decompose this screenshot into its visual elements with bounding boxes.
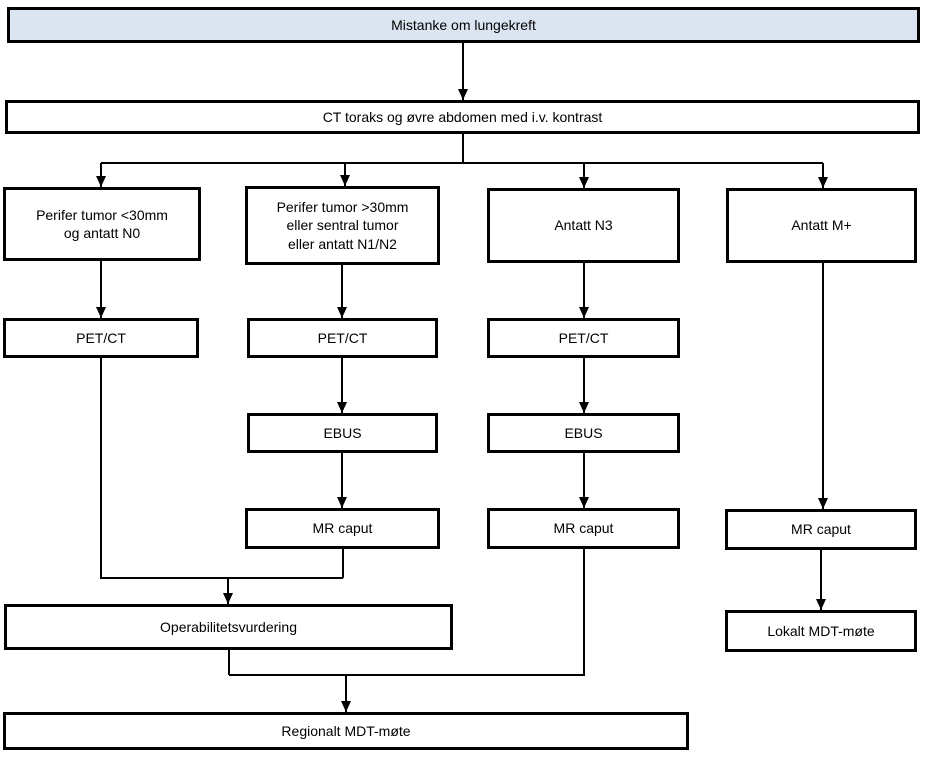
node-mr-caput-col4: MR caput	[725, 509, 917, 550]
node-label: EBUS	[323, 424, 362, 441]
node-label: MR caput	[553, 520, 614, 537]
node-ebus-col2: EBUS	[247, 413, 438, 453]
node-label: CT toraks og øvre abdomen med i.v. kontr…	[322, 108, 603, 125]
node-mistanke-om-lungekreft: Mistanke om lungekreft	[7, 7, 920, 43]
node-perifer-tumor-over-30mm: Perifer tumor >30mm eller sentral tumor …	[245, 186, 440, 265]
node-label: Perifer tumor <30mm og antatt N0	[36, 206, 168, 241]
node-ct-toraks-abdomen: CT toraks og øvre abdomen med i.v. kontr…	[5, 100, 920, 134]
edge-mrcaput3-join	[229, 549, 585, 676]
node-label: Operabilitetsvurdering	[160, 618, 297, 635]
node-label: Antatt M+	[791, 217, 852, 234]
node-mr-caput-col3: MR caput	[487, 508, 680, 549]
node-antatt-n3: Antatt N3	[487, 188, 680, 263]
node-antatt-m-plus: Antatt M+	[726, 188, 917, 263]
node-operabilitetsvurdering: Operabilitetsvurdering	[4, 604, 453, 650]
node-label: PET/CT	[76, 329, 126, 346]
node-label: MR caput	[791, 521, 851, 538]
node-perifer-tumor-under-30mm: Perifer tumor <30mm og antatt N0	[3, 187, 201, 261]
node-mr-caput-col2: MR caput	[245, 508, 440, 549]
node-label: MR caput	[312, 520, 373, 537]
node-label: PET/CT	[317, 329, 368, 346]
node-pet-ct-col1: PET/CT	[3, 318, 199, 358]
node-label: Lokalt MDT-møte	[767, 622, 875, 639]
node-label: Regionalt MDT-møte	[281, 722, 411, 739]
node-label: Antatt N3	[554, 217, 613, 234]
edge-petct1-join	[100, 358, 343, 579]
node-label: EBUS	[564, 424, 603, 441]
node-lokalt-mdt-mote: Lokalt MDT-møte	[725, 610, 917, 652]
node-label: Mistanke om lungekreft	[391, 16, 536, 33]
node-label: Perifer tumor >30mm eller sentral tumor …	[276, 198, 409, 252]
node-ebus-col3: EBUS	[487, 413, 680, 453]
node-label: PET/CT	[558, 329, 609, 346]
node-regionalt-mdt-mote: Regionalt MDT-møte	[3, 712, 689, 750]
node-pet-ct-col2: PET/CT	[247, 318, 438, 358]
node-pet-ct-col3: PET/CT	[487, 318, 680, 358]
